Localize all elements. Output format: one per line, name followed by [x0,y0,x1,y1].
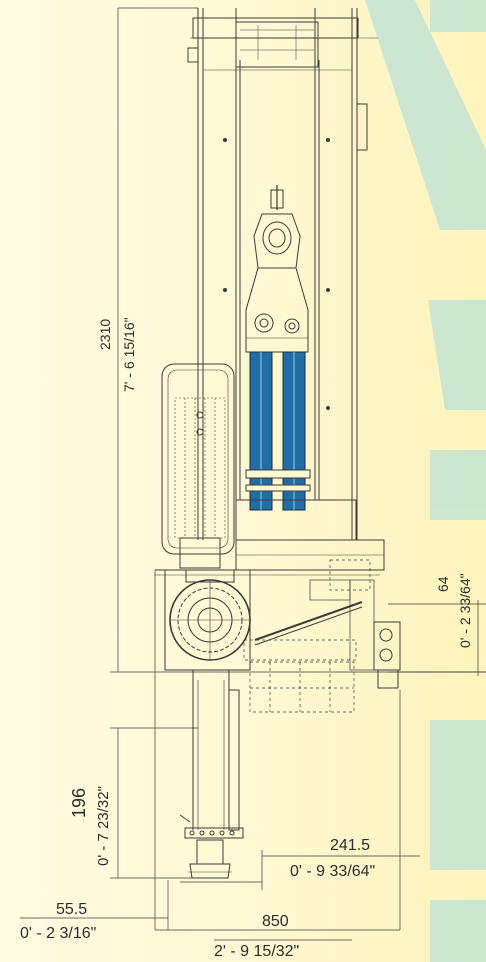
dim-right-offset-imperial: 0' - 2 33/64" [457,573,473,648]
dim-total-height-imperial: 7' - 6 15/16" [121,317,137,392]
dim-left-offset-mm: 55.5 [56,901,87,918]
dim-right-offset-mm: 64 [435,576,451,592]
dim-base-offset-imperial: 0' - 9 33/64" [290,863,375,880]
dim-total-width-imperial: 2' - 9 15/32" [214,943,299,960]
control-station [161,363,235,569]
hydraulic-cylinders [245,351,311,511]
dim-lower-height-imperial: 0' - 7 23/32" [95,786,112,866]
watermark [365,0,486,962]
dim-total-width-mm: 850 [262,913,289,930]
dim-base-offset-mm: 241.5 [330,837,370,854]
base-frame [155,499,401,713]
dim-left-offset-imperial: 0' - 2 3/16" [20,925,96,942]
dimension-labels: 2310 7' - 6 15/16" 64 0' - 2 33/64" 196 … [20,317,473,960]
dimension-lines [20,7,486,941]
dim-lower-height-mm: 196 [69,788,89,818]
dim-total-height-mm: 2310 [97,319,113,350]
mast [187,8,378,540]
slewing-column [164,569,251,879]
